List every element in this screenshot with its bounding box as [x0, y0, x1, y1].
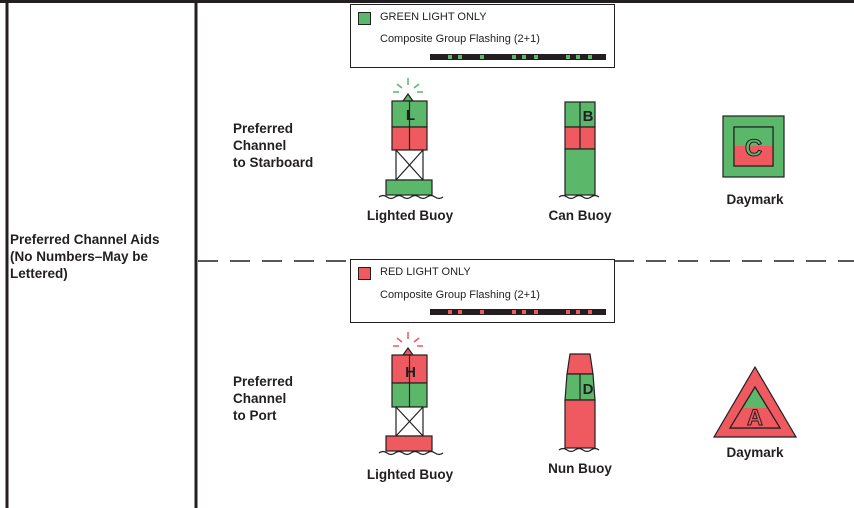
red-swatch-icon: [358, 267, 371, 280]
starboard-title-line3: to Starboard: [233, 155, 314, 170]
green-flash-pattern-icon: [430, 54, 606, 60]
nun-buoy-icon: D: [558, 353, 600, 453]
green-swatch-icon: [358, 12, 371, 25]
starboard-legend-pattern: Composite Group Flashing (2+1): [380, 33, 540, 45]
nun-buoy-letter: D: [583, 381, 594, 398]
port-lighted-buoy-label: Lighted Buoy: [366, 467, 454, 482]
port-legend-pattern: Composite Group Flashing (2+1): [380, 289, 540, 301]
port-title-line3: to Port: [233, 408, 277, 423]
starboard-title-line1: Preferred: [233, 121, 294, 136]
port-title-line2: Channel: [233, 391, 287, 406]
red-flash-pattern-icon: [430, 309, 606, 315]
row-label-line2: (No Numbers–May be: [10, 249, 149, 264]
row-label-line1: Preferred Channel Aids: [10, 232, 160, 247]
can-buoy-letter: B: [583, 108, 594, 125]
starboard-title-line2: Channel: [233, 138, 287, 153]
can-buoy-icon: B: [558, 101, 600, 200]
starboard-legend-light: GREEN LIGHT ONLY: [380, 11, 487, 23]
row-label: Preferred Channel Aids (No Numbers–May b…: [10, 231, 194, 282]
port-title-line1: Preferred: [233, 374, 294, 389]
green-lighted-buoy-icon: L: [378, 78, 444, 200]
port-title: Preferred Channel to Port: [233, 373, 293, 424]
port-lighted-buoy-letter: H: [405, 364, 416, 381]
nun-buoy-label: Nun Buoy: [548, 461, 612, 476]
square-daymark-letter: C: [745, 135, 762, 162]
red-lighted-buoy-icon: H: [378, 332, 444, 456]
port-legend-light: RED LIGHT ONLY: [380, 266, 471, 278]
square-daymark-icon: C: [722, 115, 785, 178]
port-daymark-label: Daymark: [726, 445, 784, 460]
starboard-lighted-buoy-label: Lighted Buoy: [366, 208, 454, 223]
starboard-title: Preferred Channel to Starboard: [233, 120, 313, 171]
triangle-daymark-letter: A: [747, 405, 763, 430]
lighted-buoy-letter: L: [406, 107, 415, 124]
triangle-daymark-icon: A: [712, 365, 798, 438]
starboard-daymark-label: Daymark: [726, 192, 784, 207]
row-label-line3: Lettered): [10, 266, 68, 281]
can-buoy-label: Can Buoy: [548, 208, 612, 223]
